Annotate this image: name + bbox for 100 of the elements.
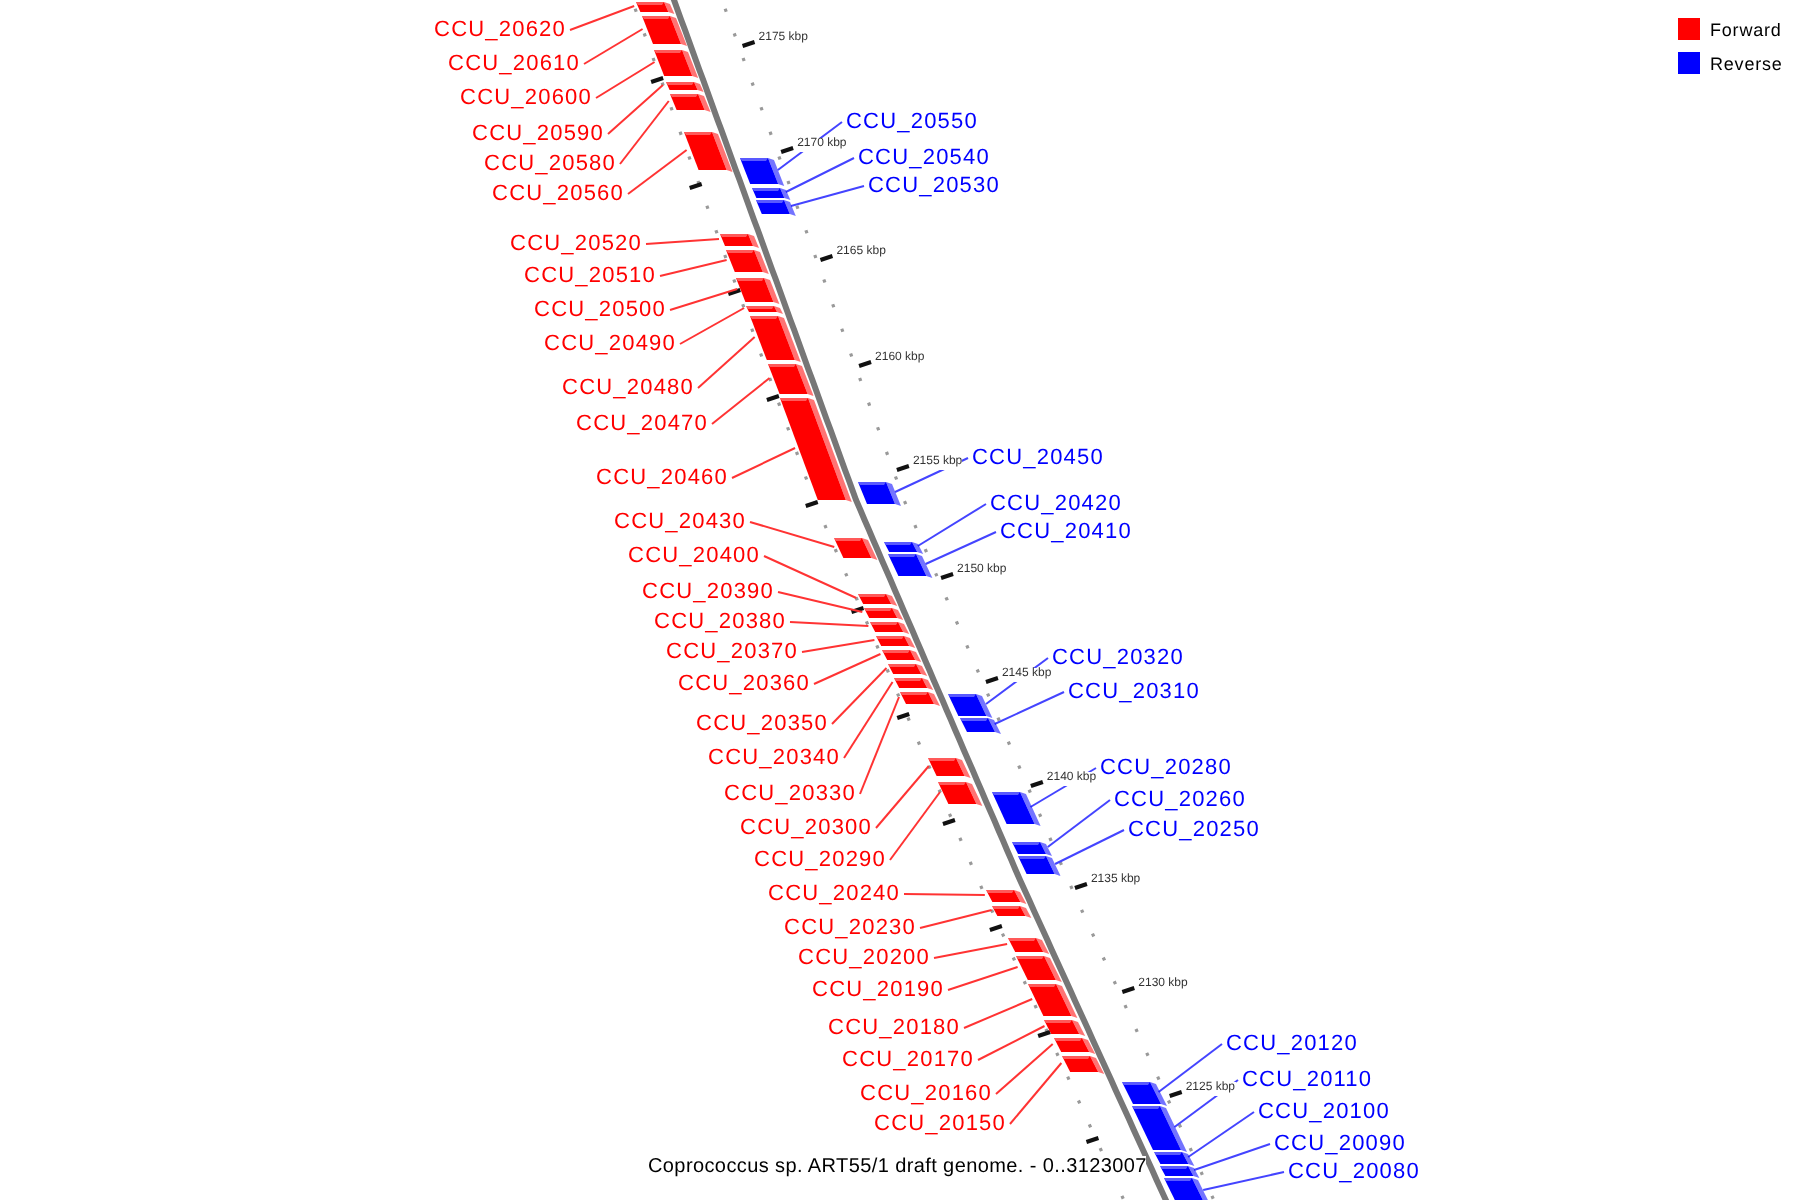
- gene-block: [667, 90, 713, 114]
- leader-line: [569, 5, 636, 31]
- gene-block: [926, 754, 974, 780]
- gene-label: CCU_20300: [740, 816, 872, 840]
- gene-block: [891, 674, 936, 692]
- leader-line: [875, 765, 930, 829]
- leader-line: [813, 653, 882, 685]
- gene-block: [749, 184, 793, 202]
- caption: Coprococcus sp. ART55/1 draft genome. - 0..3123007: [648, 1156, 1147, 1180]
- gene-block: [983, 886, 1028, 906]
- gene-label: CCU_20360: [678, 672, 810, 696]
- gene-label: CCU_20250: [1128, 818, 1260, 842]
- leader-line: [607, 84, 664, 135]
- gene-label: CCU_20280: [1100, 756, 1232, 780]
- gene-label: CCU_20420: [990, 492, 1122, 516]
- gene-block: [855, 590, 899, 608]
- gene-block: [734, 274, 782, 306]
- gene-block: [867, 618, 911, 636]
- gene-block: [1130, 1102, 1190, 1154]
- leader-line: [831, 667, 888, 725]
- leader-line: [1046, 799, 1111, 848]
- gene-block: [1051, 1034, 1097, 1056]
- gene-block: [1005, 934, 1051, 956]
- gene-label: CCU_20410: [1000, 520, 1132, 544]
- leader-line: [777, 591, 864, 613]
- gene-label: CCU_20490: [544, 332, 676, 356]
- gene-label: CCU_20240: [768, 882, 900, 906]
- gene-label: CCU_20510: [524, 264, 656, 288]
- leader-line: [859, 696, 900, 795]
- gene-block: [663, 78, 705, 94]
- leader-line: [1009, 1062, 1063, 1125]
- gene-block: [748, 312, 804, 364]
- gene-label: CCU_20290: [754, 848, 886, 872]
- gene-label: CCU_20500: [534, 298, 666, 322]
- leader-line: [595, 61, 656, 99]
- gene-block: [936, 778, 986, 808]
- gene-block: [765, 360, 816, 398]
- gene-block: [738, 154, 787, 188]
- gene-block: [886, 550, 935, 580]
- gene-block: [724, 246, 772, 276]
- gene-label: CCU_20330: [724, 782, 856, 806]
- leader-line: [627, 149, 688, 195]
- leader-line: [731, 447, 797, 479]
- gene-label: CCU_20530: [868, 174, 1000, 198]
- leader-line: [933, 943, 1009, 959]
- gene-block: [681, 128, 734, 174]
- gene-block: [1059, 1052, 1106, 1076]
- leader-line: [669, 288, 739, 311]
- gene-label: CCU_20260: [1114, 788, 1246, 812]
- leader-line: [843, 681, 894, 759]
- gene-label: CCU_20620: [434, 18, 566, 42]
- leader-line: [659, 259, 728, 277]
- leader-line: [1202, 1171, 1285, 1191]
- gene-label: CCU_20580: [484, 152, 616, 176]
- gene-label: CCU_20190: [812, 978, 944, 1002]
- leader-line: [889, 791, 941, 861]
- gene-block: [873, 632, 917, 650]
- gene-block: [778, 394, 854, 504]
- gene-label: CCU_20460: [596, 466, 728, 490]
- leader-line: [977, 1025, 1046, 1061]
- gene-label: CCU_20370: [666, 640, 798, 664]
- gene-label: CCU_20310: [1068, 680, 1200, 704]
- legend-label: Reverse: [1710, 52, 1783, 76]
- gene-block: [885, 660, 930, 678]
- leader-line: [749, 521, 836, 548]
- gene-label: CCU_20180: [828, 1016, 960, 1040]
- gene-block: [1119, 1078, 1169, 1108]
- gene-label: CCU_20110: [1242, 1068, 1373, 1092]
- gene-label: CCU_20480: [562, 376, 694, 400]
- gene-block: [831, 534, 879, 562]
- gene-block: [957, 714, 1003, 736]
- leader-line: [993, 691, 1065, 725]
- leader-line: [784, 157, 855, 193]
- gene-block: [861, 604, 905, 622]
- gene-label: CCU_20470: [576, 412, 708, 436]
- gene-label: CCU_20430: [614, 510, 746, 534]
- gene-block: [1162, 1174, 1214, 1200]
- leader-line: [916, 503, 987, 547]
- gene-label: CCU_20450: [972, 446, 1104, 470]
- gene-block: [946, 690, 996, 720]
- gene-block: [718, 230, 762, 250]
- leader-line: [1054, 829, 1125, 865]
- gene-label: CCU_20610: [448, 52, 580, 76]
- leader-line: [1157, 1043, 1223, 1093]
- gene-block: [989, 788, 1042, 828]
- gene-label: CCU_20540: [858, 146, 990, 170]
- leader-line: [645, 238, 720, 245]
- leader-line: [679, 307, 746, 345]
- gene-label: CCU_20590: [472, 122, 604, 146]
- gene-label: CCU_20170: [842, 1048, 974, 1072]
- gene-label: CCU_20090: [1274, 1132, 1406, 1156]
- gene-label: CCU_20150: [874, 1112, 1006, 1136]
- gene-block: [879, 646, 924, 664]
- gene-block: [1026, 980, 1080, 1020]
- leader-line: [903, 893, 986, 896]
- leader-line: [919, 909, 993, 929]
- leader-line: [789, 621, 870, 627]
- gene-block: [651, 46, 700, 80]
- gene-block: [634, 0, 677, 16]
- leader-line: [697, 336, 756, 389]
